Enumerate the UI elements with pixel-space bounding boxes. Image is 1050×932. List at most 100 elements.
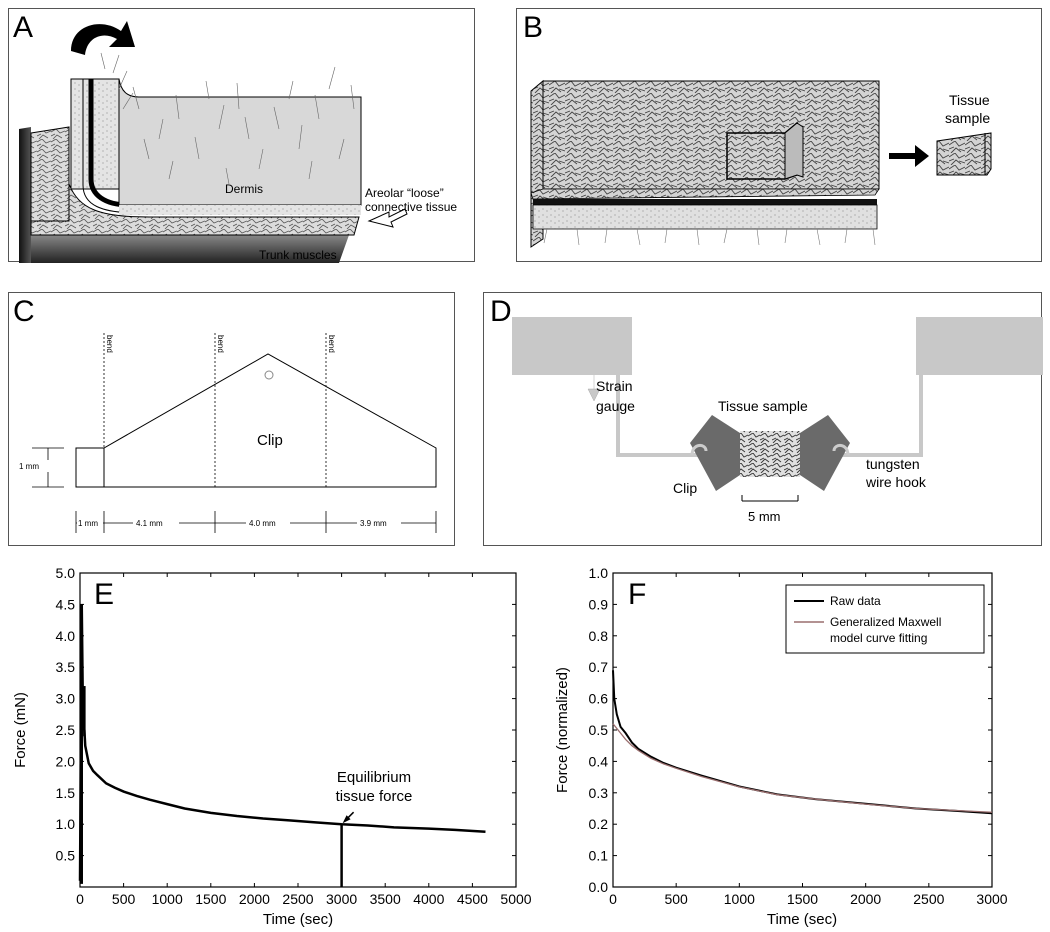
chart-e-xtick-label-9: 4500 (457, 891, 488, 907)
strain-label-line2: gauge (596, 398, 635, 414)
sample-label-line1: Tissue (949, 92, 990, 108)
sample-label-line2: sample (945, 110, 990, 126)
chart-e-ytick-label-7: 4.0 (56, 628, 76, 644)
chart-f-ytick-label-8: 0.8 (589, 628, 609, 644)
chart-f-xtick-label-4: 2000 (850, 891, 881, 907)
strain-label-line1: Strain (596, 378, 633, 394)
areolar-label-line1: Areolar “loose” (365, 186, 444, 200)
bend-label-3: bend (327, 335, 336, 353)
chart-e-xtick-label-6: 3000 (326, 891, 357, 907)
dim-3: 4.0 mm (249, 519, 276, 528)
chart-f-ytick-label-1: 0.1 (589, 848, 609, 864)
tissue-sample (740, 431, 800, 477)
clip-label: Clip (257, 432, 283, 449)
chart-e-xlabel: Time (sec) (263, 911, 333, 928)
left-clip (690, 415, 740, 491)
curved-arrow-icon (71, 21, 135, 55)
chart-f-xtick-label-3: 1500 (787, 891, 818, 907)
chart-e-ytick-label-3: 2.0 (56, 753, 76, 769)
chart-e-ytick-label-5: 3.0 (56, 691, 76, 707)
legend-label-fit-1: Generalized Maxwell (830, 615, 941, 629)
panel-d-letter: D (490, 295, 512, 328)
right-clip (800, 415, 850, 491)
panel-c-letter: C (13, 295, 35, 328)
chart-f-ytick-label-4: 0.4 (589, 753, 609, 769)
chart-e-ytick-label-8: 4.5 (56, 596, 76, 612)
chart-e-annotation-line1: Equilibrium (337, 769, 411, 786)
panel-b: B Tissue sample (516, 8, 1042, 262)
dim-4: 3.9 mm (360, 519, 387, 528)
chart-f-ytick-label-5: 0.5 (589, 722, 609, 738)
dim-1: 1 mm (78, 519, 98, 528)
chart-f-xtick-label-1: 500 (664, 891, 688, 907)
chart-e-annotation-arrowhead (342, 815, 351, 824)
bend-label-1: bend (105, 335, 114, 353)
chart-e-xtick-label-3: 1500 (195, 891, 226, 907)
muscles-label: Trunk muscles (259, 248, 337, 262)
chart-e-ytick-label-0: 0.5 (56, 848, 76, 864)
panel-b-illustration: Tissue sample (530, 79, 992, 248)
chart-f-ytick-label-2: 0.2 (589, 816, 609, 832)
chart-e-ytick-label-6: 3.5 (56, 659, 76, 675)
scale-label: 5 mm (748, 509, 781, 524)
clip-label: Clip (673, 480, 697, 496)
chart-f-ytick-label-3: 0.3 (589, 785, 609, 801)
panel-b-letter: B (523, 11, 544, 44)
chart-e-ytick-label-4: 2.5 (56, 722, 76, 738)
chart-f-ylabel: Force (normalized) (554, 667, 571, 793)
chart-f-ytick-label-7: 0.7 (589, 659, 609, 675)
right-block (916, 317, 1043, 375)
apparatus-diagram: Strain gauge Tissue sample Clip tungsten… (512, 317, 1043, 524)
areolar-label-line2: connective tissue (365, 200, 457, 214)
chart-f-ytick-label-0: 0.0 (589, 879, 609, 895)
right-arrow-icon (889, 145, 929, 167)
chart-f-ytick-label-6: 0.6 (589, 691, 609, 707)
chart-e-xtick-label-0: 0 (76, 891, 84, 907)
chart-e-ytick-label-1: 1.0 (56, 816, 76, 832)
chart-f-xtick-label-2: 1000 (724, 891, 755, 907)
panel-a-letter: A (13, 11, 34, 44)
chart-e-xtick-label-4: 2000 (239, 891, 270, 907)
hook-label-line1: tungsten (866, 456, 920, 472)
chart-e-xtick-label-1: 500 (112, 891, 136, 907)
bend-label-2: bend (216, 335, 225, 353)
dermis-label: Dermis (225, 182, 263, 196)
panel-a-illustration: Dermis Areolar “loose” connective tissue… (19, 21, 457, 263)
panel-d: D Strain gauge Tissue sample Clip tungst… (483, 292, 1043, 546)
chart-e-xtick-label-8: 4000 (413, 891, 444, 907)
chart-e-ytick-label-2: 1.5 (56, 785, 76, 801)
chart-e-letter: E (94, 578, 114, 611)
dim-2: 4.1 mm (136, 519, 163, 528)
strain-gauge-block (512, 317, 632, 375)
legend-label-fit-2: model curve fitting (830, 631, 927, 645)
chart-f-letter: F (628, 578, 646, 611)
hook-label-line2: wire hook (865, 474, 927, 490)
chart-f-xtick-label-6: 3000 (976, 891, 1007, 907)
chart-e-xtick-label-5: 2500 (282, 891, 313, 907)
chart-f-xtick-label-5: 2500 (913, 891, 944, 907)
chart-f-legend: Raw data Generalized Maxwell model curve… (785, 584, 985, 654)
chart-e-ylabel: Force (mN) (12, 692, 29, 768)
chart-e-annotation-line2: tissue force (336, 788, 413, 805)
chart-f-ytick-label-9: 0.9 (589, 596, 609, 612)
chart-e-ytick-label-9: 5.0 (56, 565, 76, 581)
panel-a: A (8, 8, 475, 263)
chart-f-xlabel: Time (sec) (767, 911, 837, 928)
chart-e-xtick-label-10: 5000 (500, 891, 531, 907)
clip-diagram: bend bend bend Clip 1 mm 1 mm 4.1 mm 4.0… (17, 333, 437, 533)
chart-e-xtick-label-7: 3500 (370, 891, 401, 907)
bend-lines (103, 333, 327, 487)
height-label: 1 mm (19, 462, 39, 471)
chart-f-series-1-line (612, 723, 993, 813)
chart-e-series-0-line (78, 604, 486, 881)
chart-f-series-0-line (612, 670, 993, 815)
pointer-arrow-icon (367, 208, 408, 228)
chart-f-ytick-label-10: 1.0 (589, 565, 609, 581)
tissue-label: Tissue sample (718, 398, 808, 414)
chart-f-xtick-label-0: 0 (609, 891, 617, 907)
panel-c: C bend bend bend Clip 1 mm 1 mm 4.1 mm (8, 292, 455, 546)
legend-label-raw: Raw data (830, 594, 881, 608)
chart-e-xtick-label-2: 1000 (152, 891, 183, 907)
